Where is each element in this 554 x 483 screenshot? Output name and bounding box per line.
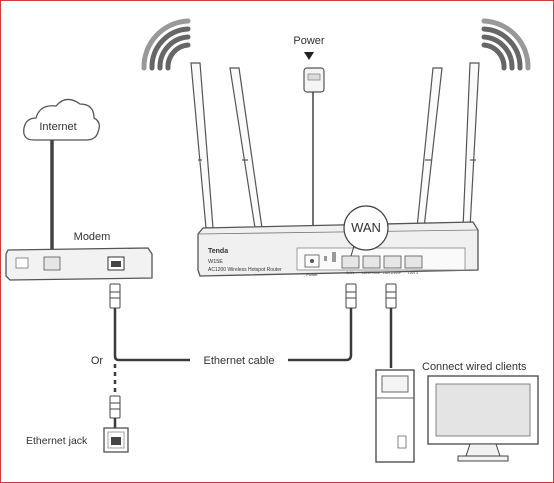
router-ethernet-ports — [341, 255, 423, 269]
cable-plug-icon — [109, 283, 357, 309]
wan-callout — [343, 205, 389, 251]
router-port-lan1 — [362, 255, 381, 269]
monitor-icon — [427, 375, 539, 462]
lan-cable — [385, 283, 397, 368]
ethernet-cable-label: Ethernet cable — [204, 355, 275, 367]
modem — [5, 247, 153, 281]
router-antennas — [190, 62, 480, 229]
ethernet-jack-label: Ethernet jack — [26, 435, 88, 447]
internet-label: Internet — [39, 121, 76, 133]
ethernet-jack-icon — [103, 427, 129, 453]
router-port-label-3: LAN 2/VoIP — [383, 271, 402, 275]
power-adapter-icon — [303, 67, 325, 253]
wifi-signal-left-icon — [141, 18, 191, 71]
router-port-label-4: LAN 3 — [408, 271, 418, 275]
ethernet-cable — [113, 308, 353, 362]
router-model: W15E — [208, 259, 223, 265]
router-description: AC1200 Wireless Hotspot Router — [208, 267, 282, 273]
router-port-lan3 — [404, 255, 423, 269]
or-label: Or — [91, 355, 104, 367]
pc-tower-icon — [375, 369, 415, 463]
wan-label: WAN — [351, 220, 381, 235]
connect-wired-clients-label: Connect wired clients — [422, 361, 527, 373]
router-power-port-label: Power — [306, 272, 318, 277]
router-port-wan — [341, 255, 360, 269]
router-brand: Tenda — [208, 248, 228, 255]
router-port-lan2 — [383, 255, 402, 269]
jack-plug-icon — [109, 395, 121, 419]
wifi-signal-right-icon — [481, 18, 531, 71]
modem-dsl-port — [43, 256, 61, 271]
router-port-label-1: WAN — [346, 271, 355, 275]
modem-label: Modem — [74, 231, 111, 243]
arrow-down-icon — [304, 52, 314, 60]
router-port-label-2: LAN/Phone — [362, 271, 380, 275]
internet-cloud-icon — [23, 98, 100, 141]
power-label: Power — [293, 35, 325, 47]
